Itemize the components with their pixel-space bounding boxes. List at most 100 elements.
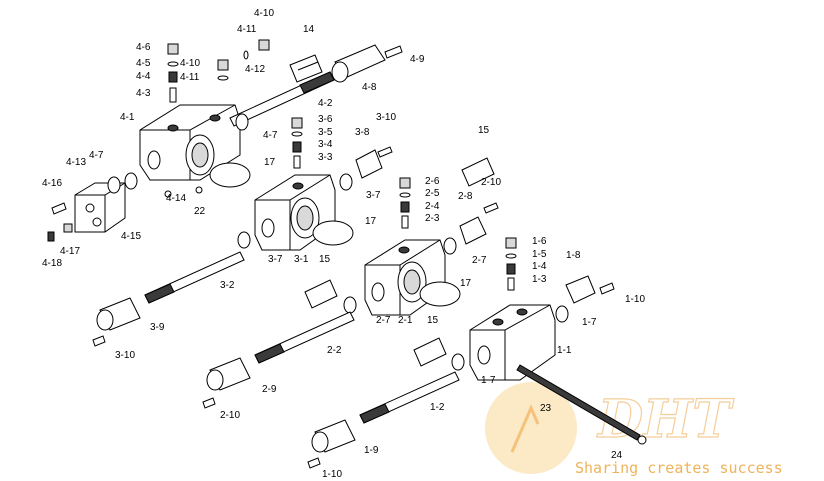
watermark-logo: DHT — [596, 389, 734, 450]
pin-22 — [195, 186, 203, 194]
part-label-1-4: 1-4 — [532, 261, 547, 272]
watermark: DHT Sharing creates success — [485, 382, 783, 477]
port-4-1-inner — [191, 142, 209, 168]
hole-4-1b — [209, 114, 221, 122]
part-label-2-10b: 2-10 — [220, 410, 240, 421]
plug-4-10a — [258, 39, 270, 51]
oring-4-11b — [217, 75, 229, 81]
part-label-2-6: 2-6 — [425, 176, 440, 187]
port-4-1-side — [147, 150, 161, 170]
oring-3-7a — [339, 173, 353, 191]
actuator-1-9-end — [311, 431, 329, 453]
oring-1-5 — [505, 253, 517, 259]
part-label-4-7a: 4-7 — [263, 130, 278, 141]
part-label-2-1: 2-1 — [398, 315, 413, 326]
part-label-3-2: 3-2 — [220, 280, 235, 291]
section-3-parts — [237, 117, 393, 249]
part-label-4-10b: 4-10 — [180, 58, 200, 69]
part-label-3-4: 3-4 — [318, 139, 333, 150]
part-label-2-9: 2-9 — [262, 384, 277, 395]
oring-4-11a — [243, 50, 249, 60]
cover-block-4-15 — [74, 182, 126, 233]
poppet-4-3 — [169, 87, 177, 103]
part-label-2-4: 2-4 — [425, 201, 440, 212]
part-label-4-17: 4-17 — [60, 246, 80, 257]
part-label-1-2: 1-2 — [430, 402, 445, 413]
part-label-1-5: 1-5 — [532, 249, 547, 260]
spring-1-4 — [506, 263, 516, 275]
screw-2-10b — [202, 397, 216, 409]
relief-15a-body — [461, 157, 495, 187]
part-label-4-13: 4-13 — [66, 157, 86, 168]
part-label-1-10b: 1-10 — [322, 469, 342, 480]
part-label-4-9: 4-9 — [410, 54, 425, 65]
part-label-4-1: 4-1 — [120, 112, 135, 123]
spool-1-2 — [359, 371, 460, 424]
actuator-3-9-end — [96, 309, 114, 331]
part-label-3-6: 3-6 — [318, 114, 333, 125]
spool-4-2-spring — [299, 71, 335, 94]
gasket-17c — [419, 281, 461, 307]
part-label-4-3: 4-3 — [136, 88, 151, 99]
actuator-4-8-end — [331, 61, 349, 83]
oring-1-7b — [451, 353, 465, 371]
port-3-1-inner — [296, 205, 314, 231]
part-label-1-7a: 1-7 — [582, 317, 597, 328]
oring-2-5 — [399, 192, 411, 198]
screw-3-10b — [92, 335, 106, 347]
hole-4-1a — [167, 124, 179, 132]
part-label-1-8: 1-8 — [566, 250, 581, 261]
part-label-4-10a: 4-10 — [254, 8, 274, 19]
spool-4-2 — [229, 71, 335, 127]
part-label-2-7b: 2-7 — [376, 315, 391, 326]
poppet-2-3 — [401, 215, 409, 229]
part-label-4-4: 4-4 — [136, 71, 151, 82]
plug-4-6 — [167, 43, 179, 55]
valve-block-3-1-edge — [255, 174, 331, 250]
part-label-4-12: 4-12 — [245, 64, 265, 75]
part-label-4-14: 4-14 — [166, 193, 186, 204]
spool-2-2 — [254, 311, 355, 364]
part-label-4-2: 4-2 — [318, 98, 333, 109]
relief-14-body — [289, 54, 323, 83]
spool-1-2-spring — [359, 403, 390, 424]
screw-1-10b — [307, 457, 321, 469]
part-label-4-11a: 4-11 — [237, 24, 257, 35]
cover-hole-b — [92, 217, 102, 227]
tie-rod-23 — [516, 364, 647, 445]
watermark-arrow-icon — [510, 404, 540, 453]
part-label-4-8: 4-8 — [362, 82, 377, 93]
part-label-4-16: 4-16 — [42, 178, 62, 189]
section-1-parts — [451, 237, 615, 371]
port-2-1-inner — [403, 269, 421, 295]
part-label-2-5: 2-5 — [425, 188, 440, 199]
part-label-15b: 15 — [319, 254, 331, 265]
relief-valve-15b — [304, 279, 338, 309]
valve-block-1-1-edge — [470, 304, 551, 380]
part-label-14: 14 — [303, 24, 315, 35]
relief-valve-14 — [289, 54, 323, 83]
part-label-1-10a: 1-10 — [625, 294, 645, 305]
port-3-1-side — [261, 218, 275, 238]
part-label-4-6: 4-6 — [136, 42, 151, 53]
cover-2-8 — [459, 216, 487, 245]
relief-14-thread — [297, 61, 319, 71]
poppet-1-3 — [507, 277, 515, 291]
screw-2-10a — [483, 202, 499, 214]
oring-2-7a — [443, 237, 457, 255]
plug-4-10b — [217, 59, 229, 71]
plug-4-18 — [47, 231, 55, 242]
screw-3-10a — [377, 146, 393, 158]
relief-15c-body — [413, 337, 447, 367]
part-label-4-18: 4-18 — [42, 258, 62, 269]
hole-2-1 — [398, 246, 410, 254]
fitting-4-17 — [63, 223, 73, 233]
relief-15b-body — [304, 279, 338, 309]
part-label-23: 23 — [540, 403, 552, 414]
part-label-2-2: 2-2 — [327, 345, 342, 356]
part-label-2-3: 2-3 — [425, 213, 440, 224]
spring-2-4 — [400, 201, 410, 213]
screw-1-10a — [599, 282, 615, 295]
bolt-4-16 — [51, 202, 67, 215]
